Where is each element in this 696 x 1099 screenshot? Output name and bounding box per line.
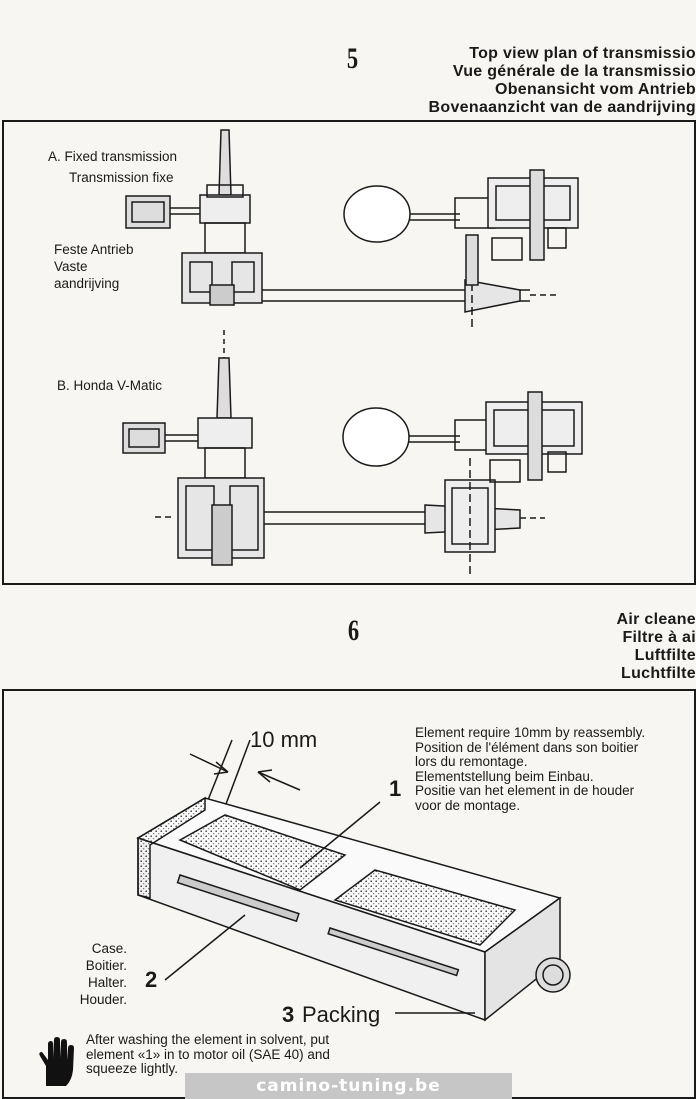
fig-a-label-en: A. Fixed transmission <box>48 149 178 164</box>
callout-3-text: Packing <box>302 1002 381 1027</box>
title-en: Top view plan of transmissio <box>469 45 696 62</box>
title-de: Luftfilte <box>634 647 696 664</box>
fig-a-label-nl-2: aandrijving <box>54 276 120 291</box>
fig-a-label-fr: Transmission fixe <box>69 170 174 185</box>
warning-line-1: After washing the element in solvent, pu… <box>86 1032 330 1047</box>
note-fr-2: lors du remontage. <box>415 754 528 769</box>
callout-1: 1 <box>389 776 402 801</box>
section-5-titles: Top view plan of transmissio Vue général… <box>429 45 696 117</box>
case-label-de: Halter. <box>87 975 127 990</box>
title-en: Air cleane <box>616 611 696 628</box>
watermark-banner: camino-tuning.be <box>185 1073 512 1099</box>
fixed-transmission-drawing <box>125 129 579 330</box>
dimension-label: 10 mm <box>250 727 318 752</box>
warning-text: After washing the element in solvent, pu… <box>86 1032 396 1077</box>
note-en: Element require 10mm by reassembly. <box>415 725 646 740</box>
title-nl: Luchtfilte <box>621 665 696 682</box>
case-label-en: Case. <box>91 941 127 956</box>
warning-line-2: element «1» in to motor oil (SAE 40) and <box>86 1046 330 1062</box>
position-notes: Element require 10mm by reassembly. Posi… <box>415 725 695 813</box>
case-label-nl: Houder. <box>79 992 127 1007</box>
note-de: Elementstellung beim Einbau. <box>415 768 594 784</box>
title-fr: Vue générale de la transmissio <box>452 63 696 80</box>
air-cleaner-drawing <box>136 739 571 1022</box>
warning-line-3: squeeze lightly. <box>86 1061 179 1076</box>
fig-b-label: B. Honda V-Matic <box>57 378 163 393</box>
section-5-number: 5 <box>346 42 359 75</box>
section-6-titles: Air cleane Filtre à ai Luftfilte Luchtfi… <box>617 611 696 683</box>
transmission-figure-box <box>2 120 696 585</box>
callout-3-number: 3 <box>282 1002 295 1027</box>
title-fr: Filtre à ai <box>622 629 696 646</box>
case-labels: Case. Boitier. Halter. Houder. <box>60 940 127 1008</box>
fig-a-label-nl-1: Vaste <box>54 259 88 274</box>
callout-2: 2 <box>145 967 158 992</box>
note-nl-2: voor de montage. <box>415 797 521 813</box>
honda-vmatic-drawing <box>122 330 583 575</box>
fig-a-label-de: Feste Antrieb <box>54 242 134 257</box>
case-label-fr: Boitier. <box>85 958 127 973</box>
note-fr-1: Position de l'élément dans son boitier <box>415 739 639 755</box>
transmission-drawings <box>122 129 583 575</box>
note-nl-1: Positie van het element in de houder <box>415 783 635 798</box>
hand-icon <box>39 1037 74 1086</box>
section-6-number: 6 <box>347 614 360 647</box>
title-de: Obenansicht vom Antrieb <box>494 81 696 98</box>
title-nl: Bovenaanzicht van de aandrijving <box>428 99 696 116</box>
